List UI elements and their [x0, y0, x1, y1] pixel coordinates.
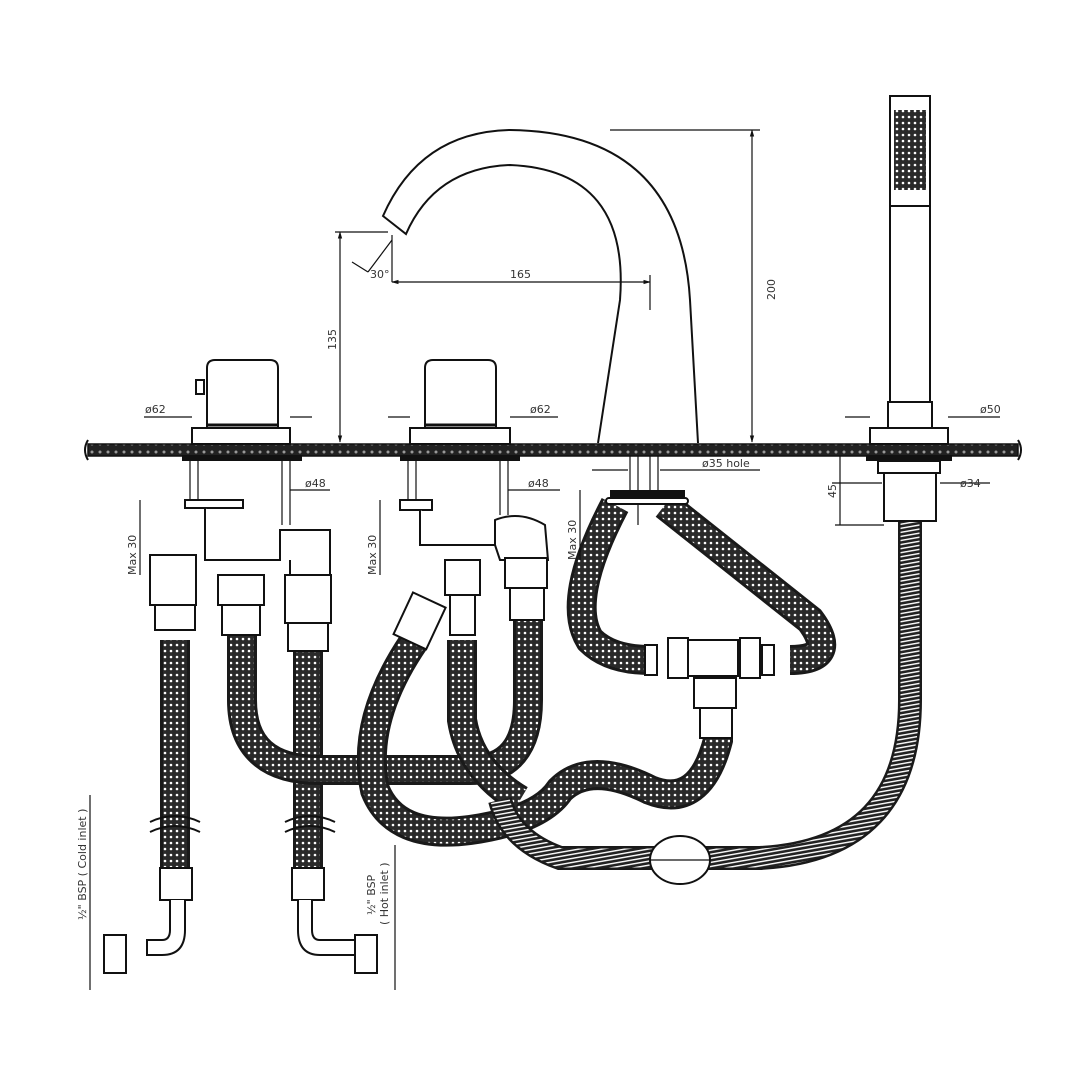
- dim-handset-below-deck: 45: [826, 484, 839, 498]
- dim-handle-left-dia: ø62: [145, 403, 166, 416]
- dim-spout-hole: ø35 hole: [702, 457, 750, 470]
- shower-handset: [866, 95, 952, 522]
- shower-hose: [488, 520, 922, 885]
- dim-handle-right-shank: ø48: [528, 477, 549, 490]
- dim-spout-reach: 165: [510, 268, 531, 281]
- dim-handle-left-shank: ø48: [305, 477, 326, 490]
- dim-hot-inlet-line2: ( Hot inlet ): [378, 862, 391, 925]
- dim-cold-inlet: ½" BSP ( Cold inlet ): [76, 809, 89, 920]
- hot-valve: [392, 359, 550, 651]
- dim-spout-outlet-height: 135: [326, 329, 339, 350]
- braided-hoses: [160, 493, 837, 880]
- inlet-fittings: [103, 815, 378, 974]
- dim-hot-inlet-line1: ½" BSP: [365, 874, 378, 915]
- dim-max-deck-left: Max 30: [126, 535, 139, 575]
- dim-handset-holder-dia: ø50: [980, 403, 1001, 416]
- dim-handset-shank-dia: ø34: [960, 477, 981, 490]
- dim-max-deck-spout: Max 30: [566, 520, 579, 560]
- diverter-tee: [644, 637, 775, 739]
- dim-handle-right-dia: ø62: [530, 403, 551, 416]
- deck-surface: [84, 439, 1022, 461]
- dimension-lines: [89, 129, 1000, 990]
- dim-spout-total-height: 200: [765, 279, 778, 300]
- dim-spout-angle: 30°: [370, 268, 390, 281]
- dim-max-deck-mid: Max 30: [366, 535, 379, 575]
- cold-valve: [149, 359, 332, 652]
- spout: [381, 128, 699, 525]
